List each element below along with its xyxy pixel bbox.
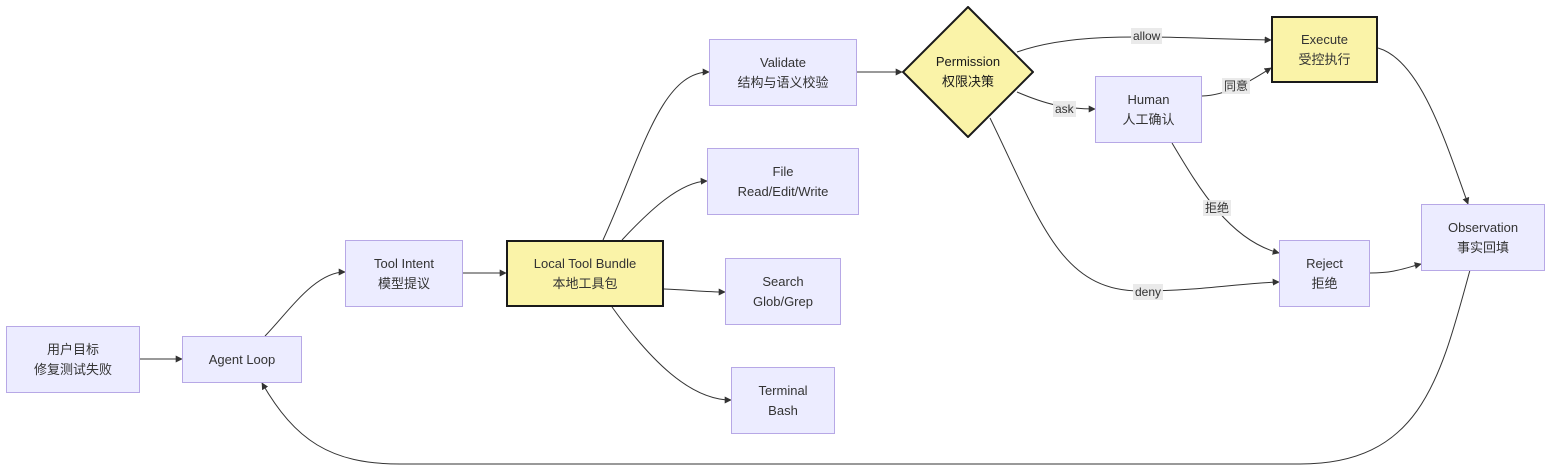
edge-label-ask: ask <box>1053 101 1076 117</box>
edge-label-agree: 同意 <box>1222 78 1251 94</box>
node-file: File Read/Edit/Write <box>707 148 859 215</box>
node-file-subtitle: Read/Edit/Write <box>737 183 829 199</box>
edge-permission-to-execute <box>1016 36 1272 53</box>
node-execute: Execute 受控执行 <box>1271 16 1378 83</box>
edge-human-to-reject <box>1171 142 1280 255</box>
node-agent-loop-title: Agent Loop <box>208 351 276 367</box>
node-tool-intent-subtitle: 模型提议 <box>377 275 430 291</box>
node-local-tool-bundle: Local Tool Bundle 本地工具包 <box>506 240 664 307</box>
node-human-subtitle: 人工确认 <box>1122 111 1175 127</box>
node-permission: Permission 权限决策 <box>902 6 1034 138</box>
node-permission-subtitle: 权限决策 <box>941 74 994 89</box>
edge-bundle-to-validate <box>602 68 710 241</box>
node-user-goal-title: 用户目标 <box>46 341 99 357</box>
node-observation-title: Observation <box>1447 219 1519 235</box>
node-agent-loop: Agent Loop <box>182 336 302 383</box>
node-observation: Observation 事实回填 <box>1421 204 1545 271</box>
node-local-tool-bundle-subtitle: 本地工具包 <box>552 275 618 291</box>
node-human: Human 人工确认 <box>1095 76 1202 143</box>
edge-reject-to-observation <box>1369 262 1422 274</box>
node-validate: Validate 结构与语义校验 <box>709 39 857 106</box>
edge-observation-to-loop <box>261 269 1471 465</box>
node-execute-subtitle: 受控执行 <box>1298 51 1351 67</box>
edge-execute-to-observation <box>1377 47 1470 205</box>
edge-label-refuse: 拒绝 <box>1203 200 1232 216</box>
edge-label-allow: allow <box>1131 28 1163 44</box>
node-reject: Reject 拒绝 <box>1279 240 1370 307</box>
node-terminal-title: Terminal <box>758 382 808 398</box>
node-terminal: Terminal Bash <box>731 367 835 434</box>
node-search-title: Search <box>762 273 804 289</box>
node-validate-subtitle: 结构与语义校验 <box>737 74 829 90</box>
node-tool-intent-title: Tool Intent <box>374 255 434 271</box>
edge-permission-to-reject <box>989 117 1280 292</box>
node-permission-title: Permission <box>935 54 1001 69</box>
node-reject-title: Reject <box>1306 255 1343 271</box>
node-search-subtitle: Glob/Grep <box>753 293 813 309</box>
node-permission-shape <box>902 6 1034 138</box>
node-user-goal-subtitle: 修复测试失败 <box>33 361 112 377</box>
node-local-tool-bundle-title: Local Tool Bundle <box>533 255 637 271</box>
node-execute-title: Execute <box>1301 31 1348 47</box>
node-file-title: File <box>772 163 794 179</box>
node-user-goal: 用户目标 修复测试失败 <box>6 326 140 393</box>
node-reject-subtitle: 拒绝 <box>1311 275 1338 291</box>
node-tool-intent: Tool Intent 模型提议 <box>345 240 463 307</box>
node-validate-title: Validate <box>759 54 806 70</box>
edge-bundle-to-terminal <box>611 306 732 404</box>
edge-bundle-to-search <box>663 288 726 296</box>
node-search: Search Glob/Grep <box>725 258 841 325</box>
node-observation-subtitle: 事实回填 <box>1456 239 1509 255</box>
edge-bundle-to-file <box>621 177 708 241</box>
node-human-title: Human <box>1127 91 1170 107</box>
node-terminal-subtitle: Bash <box>768 402 798 418</box>
edge-label-deny: deny <box>1133 284 1164 300</box>
edge-loop-to-intent <box>264 268 346 337</box>
